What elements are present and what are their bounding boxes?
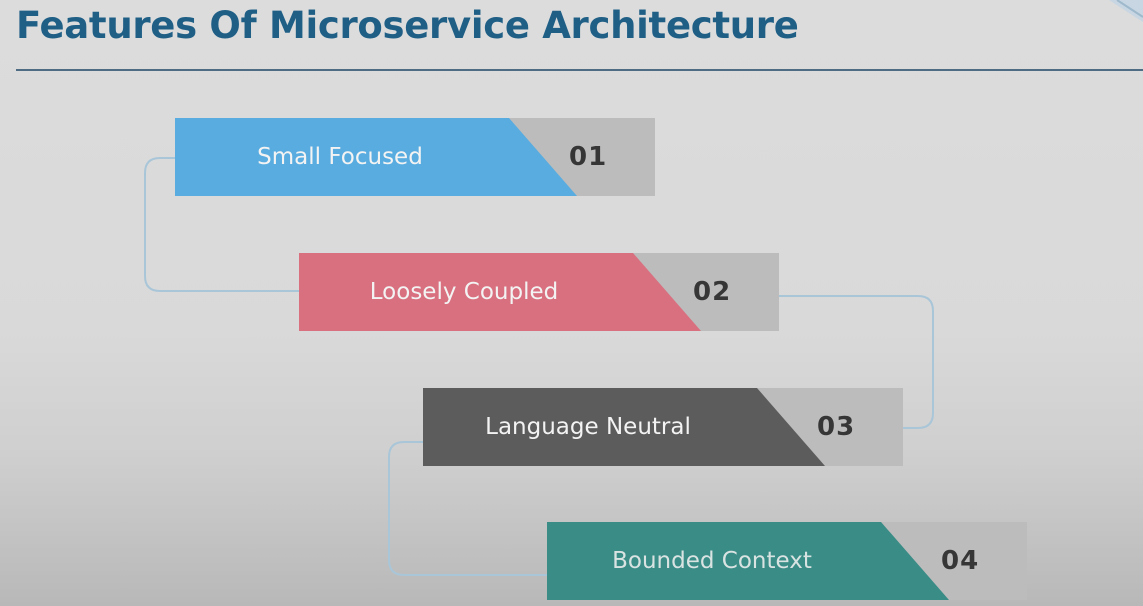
- step-label-band: [547, 522, 949, 600]
- connector-01-02: [144, 157, 300, 292]
- feature-label: Language Neutral: [485, 414, 691, 440]
- feature-step-03: Language Neutral 03: [423, 388, 903, 466]
- step-label-band: [299, 253, 701, 331]
- feature-number: 04: [941, 546, 980, 576]
- feature-step-01: Small Focused 01: [175, 118, 655, 196]
- corner-decoration: [1099, 0, 1143, 22]
- feature-number: 03: [817, 412, 856, 442]
- connector-03-04: [388, 441, 548, 576]
- feature-label: Loosely Coupled: [369, 279, 559, 305]
- feature-number: 02: [693, 277, 732, 307]
- feature-label: Small Focused: [257, 144, 423, 170]
- feature-step-02: Loosely Coupled 02: [299, 253, 779, 331]
- feature-number: 01: [569, 142, 608, 172]
- feature-step-04: Bounded Context 04: [547, 522, 1027, 600]
- step-label-band: [175, 118, 577, 196]
- step-label-band: [423, 388, 825, 466]
- slide-title: Features Of Microservice Architecture: [16, 4, 799, 47]
- feature-label: Bounded Context: [612, 548, 812, 574]
- connector-02-03: [778, 295, 934, 429]
- title-divider: [16, 69, 1143, 71]
